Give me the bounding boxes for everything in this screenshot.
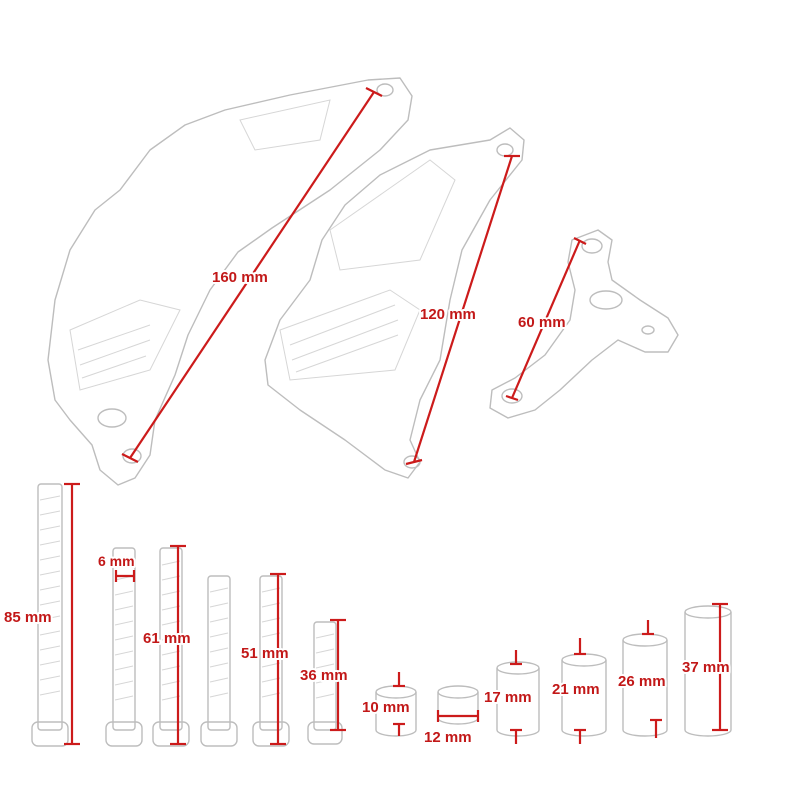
label-12: 12 mm (424, 729, 472, 746)
dimension-line-37 (712, 602, 728, 732)
dimension-line-21 (574, 638, 586, 744)
label-6: 6 mm (98, 553, 135, 569)
dimension-line-17 (510, 650, 522, 744)
spacer-17-outline (496, 661, 540, 737)
dimension-line-12 (436, 710, 480, 722)
label-37: 37 mm (682, 659, 730, 676)
dimension-line-160 (121, 87, 383, 463)
dimension-line-51 (270, 572, 286, 746)
bolt-unlabeled-outline (200, 575, 238, 747)
label-17: 17 mm (484, 689, 532, 706)
bracket-medium-outline (264, 127, 525, 479)
dimension-line-36 (330, 618, 346, 732)
bracket-large-outline (47, 77, 413, 486)
dimension-line-85 (64, 482, 80, 746)
label-60: 60 mm (518, 314, 566, 331)
dimension-line-61 (170, 544, 186, 746)
label-85: 85 mm (4, 609, 52, 626)
label-10: 10 mm (362, 699, 410, 716)
label-21: 21 mm (552, 681, 600, 698)
bracket-small-outline (489, 229, 679, 419)
spacer-12-outline (437, 685, 479, 725)
dimension-line-26 (642, 620, 662, 738)
label-160: 160 mm (212, 269, 268, 286)
dimension-line-10 (393, 672, 405, 736)
bolt-61-outline (152, 547, 190, 747)
bolt-6-width-outline (105, 547, 143, 747)
label-120: 120 mm (420, 306, 476, 323)
bolt-85-outline (31, 483, 69, 747)
label-26: 26 mm (618, 673, 666, 690)
dimension-line-60 (505, 237, 587, 402)
label-36: 36 mm (300, 667, 348, 684)
dimension-line-120 (405, 154, 520, 466)
bolt-36-outline (307, 621, 343, 745)
bolt-51-outline (252, 575, 290, 747)
dimension-line-6 (114, 570, 136, 582)
label-51: 51 mm (241, 645, 289, 662)
label-61: 61 mm (143, 630, 191, 647)
spacer-37-outline (684, 605, 732, 737)
